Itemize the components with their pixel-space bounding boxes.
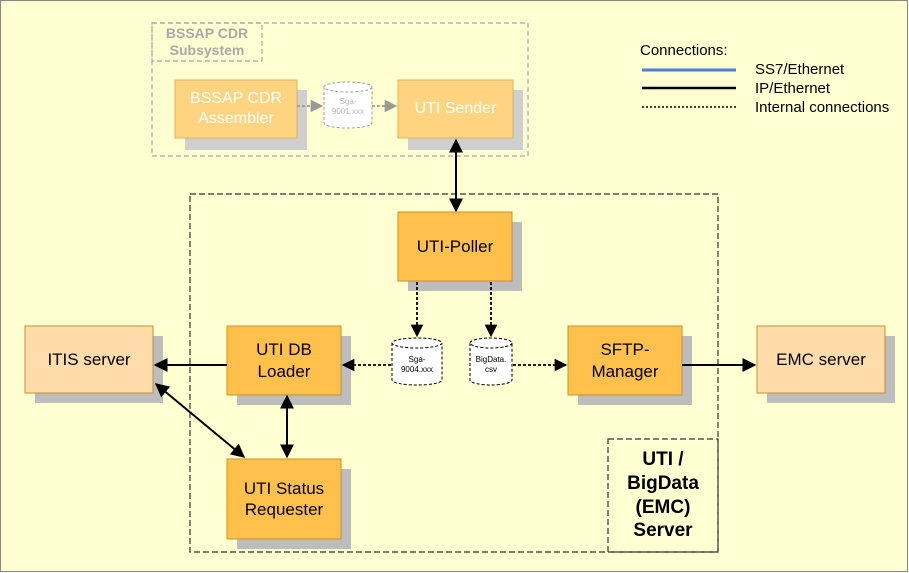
storage-sga-9004-icon: [391, 337, 443, 386]
poller-box: [397, 211, 513, 282]
itis-server-box: [24, 325, 154, 394]
assembler-box: [174, 79, 298, 139]
legend-ip-label: IP/Ethernet: [755, 80, 831, 97]
itis-status-connection: [154, 383, 246, 458]
db-loader-box: [226, 325, 342, 396]
legend-ss7-label: SS7/Ethernet: [755, 61, 845, 78]
subsystem-title-frame: [151, 22, 263, 62]
legend-internal-label: Internal connections: [755, 99, 890, 116]
emc-server-box: [756, 325, 886, 394]
storage-bigdata-icon: [469, 337, 513, 386]
server-label-frame: [607, 438, 719, 553]
sender-box: [397, 79, 514, 139]
status-requester-box: [226, 458, 342, 540]
sftp-manager-box: [567, 325, 683, 396]
storage-sga-9001-icon: [323, 81, 373, 129]
legend-title: Connections:: [640, 42, 728, 59]
subsystem-frame: [151, 22, 529, 157]
